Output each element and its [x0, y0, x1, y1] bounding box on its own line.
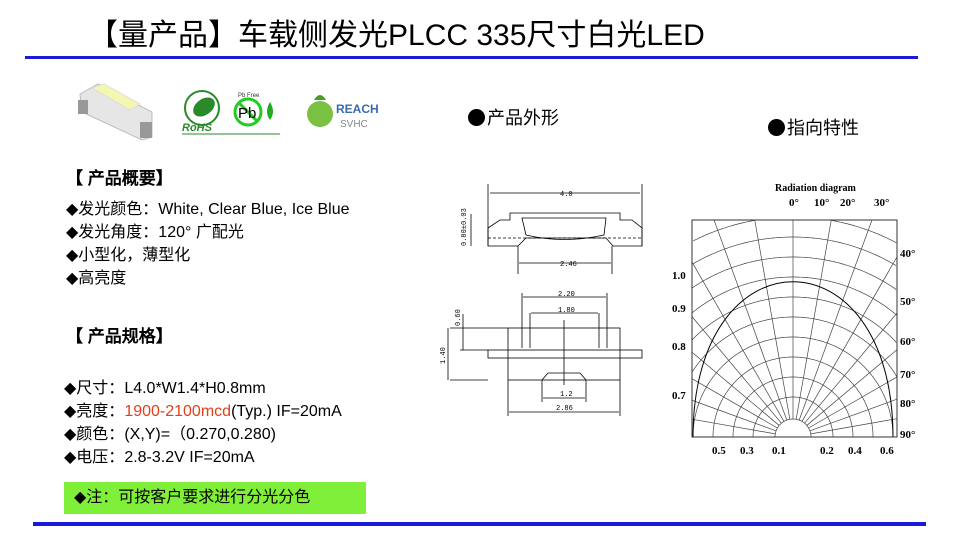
overview-item: ◆高亮度: [66, 270, 127, 287]
grid-radial: [809, 398, 898, 432]
bullet-dot-icon: [468, 109, 485, 126]
overview-heading: 【 产品概要】: [66, 169, 173, 188]
grid-radial: [801, 256, 898, 422]
radiation-diagram: [691, 219, 898, 438]
grid-radial: [798, 219, 873, 421]
angle-label: 70°: [900, 369, 916, 381]
shape-heading: 产品外形: [468, 104, 559, 130]
reach-text: REACH: [336, 102, 379, 116]
dim-pad: 2.46: [560, 261, 577, 269]
dim-length: 4.0: [560, 191, 573, 199]
dim-lens-height: 0.60: [455, 309, 463, 326]
grid-radial: [691, 378, 778, 429]
angle-label: 40°: [900, 248, 916, 260]
angle-label: 0°: [789, 197, 799, 209]
specs-list: ◆尺寸：L4.0*W1.4*H0.8mm ◆亮度：1900-2100mcd(Ty…: [64, 377, 342, 469]
specs-heading: 【 产品规格】: [66, 327, 173, 346]
led-product-image: [78, 83, 153, 141]
top-rule: [25, 56, 918, 59]
spec-voltage: ◆电压：2.8-3.2V IF=20mA: [64, 449, 255, 466]
grid-radial: [713, 219, 788, 421]
page-title: 【量产品】车载侧发光PLCC 335尺寸白光LED: [88, 19, 705, 52]
grid-radial: [804, 312, 898, 424]
grid-arc: [692, 296, 897, 343]
angle-label: 90°: [900, 429, 916, 441]
dimension-drawing: 4.0 2.46 2.20 1.80 1.2 2.86 0.80±0.03 0.…: [440, 184, 643, 416]
note-banner: ◆注：可按客户要求进行分光分色: [64, 482, 366, 514]
grid-arc: [692, 316, 898, 378]
dim-height: 0.80±0.03: [461, 208, 469, 246]
angle-label: 60°: [900, 336, 916, 348]
characteristics-heading: 指向特性: [768, 114, 859, 140]
angle-label: 30°: [874, 197, 890, 209]
dim-top-width: 2.20: [558, 291, 575, 299]
scale-label: 0.7: [672, 390, 686, 402]
spec-size: ◆尺寸：L4.0*W1.4*H0.8mm: [64, 380, 266, 397]
scale-label: 0.6: [880, 445, 894, 457]
angle-label: 80°: [900, 398, 916, 410]
dim-base: 2.86: [556, 405, 573, 413]
grid-radial: [795, 219, 832, 420]
grid-radial: [808, 376, 898, 429]
dim-pad2: 1.2: [560, 391, 573, 399]
grid-radial: [691, 399, 777, 432]
svhc-text: SVHC: [340, 119, 368, 130]
overview-item: ◆发光角度：120° 广配光: [66, 224, 244, 241]
grid-radial: [691, 351, 780, 426]
angle-label: 20°: [840, 197, 856, 209]
pb-free-text: Pb Free: [238, 93, 260, 99]
bottom-rule: [33, 522, 926, 526]
angle-label: 50°: [900, 296, 916, 308]
grid-radial: [754, 219, 791, 420]
reach-svhc-logo: REACH SVHC: [307, 95, 379, 130]
grid-radial: [806, 349, 898, 426]
scale-label: 0.4: [848, 445, 862, 457]
dim-width: 1.40: [440, 347, 448, 364]
scale-label: 0.1: [772, 445, 786, 457]
grid-radial: [691, 418, 776, 435]
scale-label: 1.0: [672, 270, 686, 282]
angle-label: 10°: [814, 197, 830, 209]
radiation-curve: [692, 281, 894, 438]
bullet-dot-icon: [768, 119, 785, 136]
overview-list: ◆发光颜色：White, Clear Blue, Ice Blue ◆发光角度：…: [66, 198, 350, 290]
grid-arc: [692, 276, 898, 316]
rohs-pb-free-logo: RoHS Pb Free Pb: [182, 90, 280, 135]
scale-label: 0.5: [712, 445, 726, 457]
overview-item: ◆小型化，薄型化: [66, 247, 191, 264]
spec-brightness: ◆亮度：1900-2100mcd(Typ.) IF=20mA: [64, 403, 342, 420]
scale-label: 0.2: [820, 445, 834, 457]
scale-label: 0.8: [672, 341, 686, 353]
pb-text: Pb: [238, 105, 256, 122]
grid-arc: [692, 256, 897, 290]
overview-item: ◆发光颜色：White, Clear Blue, Ice Blue: [66, 201, 350, 218]
grid-radial: [810, 418, 898, 435]
grid-radial: [691, 316, 782, 424]
grid-arc: [692, 219, 897, 244]
chart-frame: [691, 219, 898, 438]
dim-inner-width: 1.80: [558, 307, 575, 315]
spec-color: ◆颜色：(X,Y)=（0.270,0.280): [64, 426, 276, 443]
scale-label: 0.9: [672, 303, 686, 315]
chart-title: Radiation diagram: [775, 183, 856, 194]
grid-arc: [692, 236, 897, 266]
grid-radial: [691, 261, 785, 422]
scale-label: 0.3: [740, 445, 754, 457]
rohs-text: RoHS: [182, 122, 213, 134]
